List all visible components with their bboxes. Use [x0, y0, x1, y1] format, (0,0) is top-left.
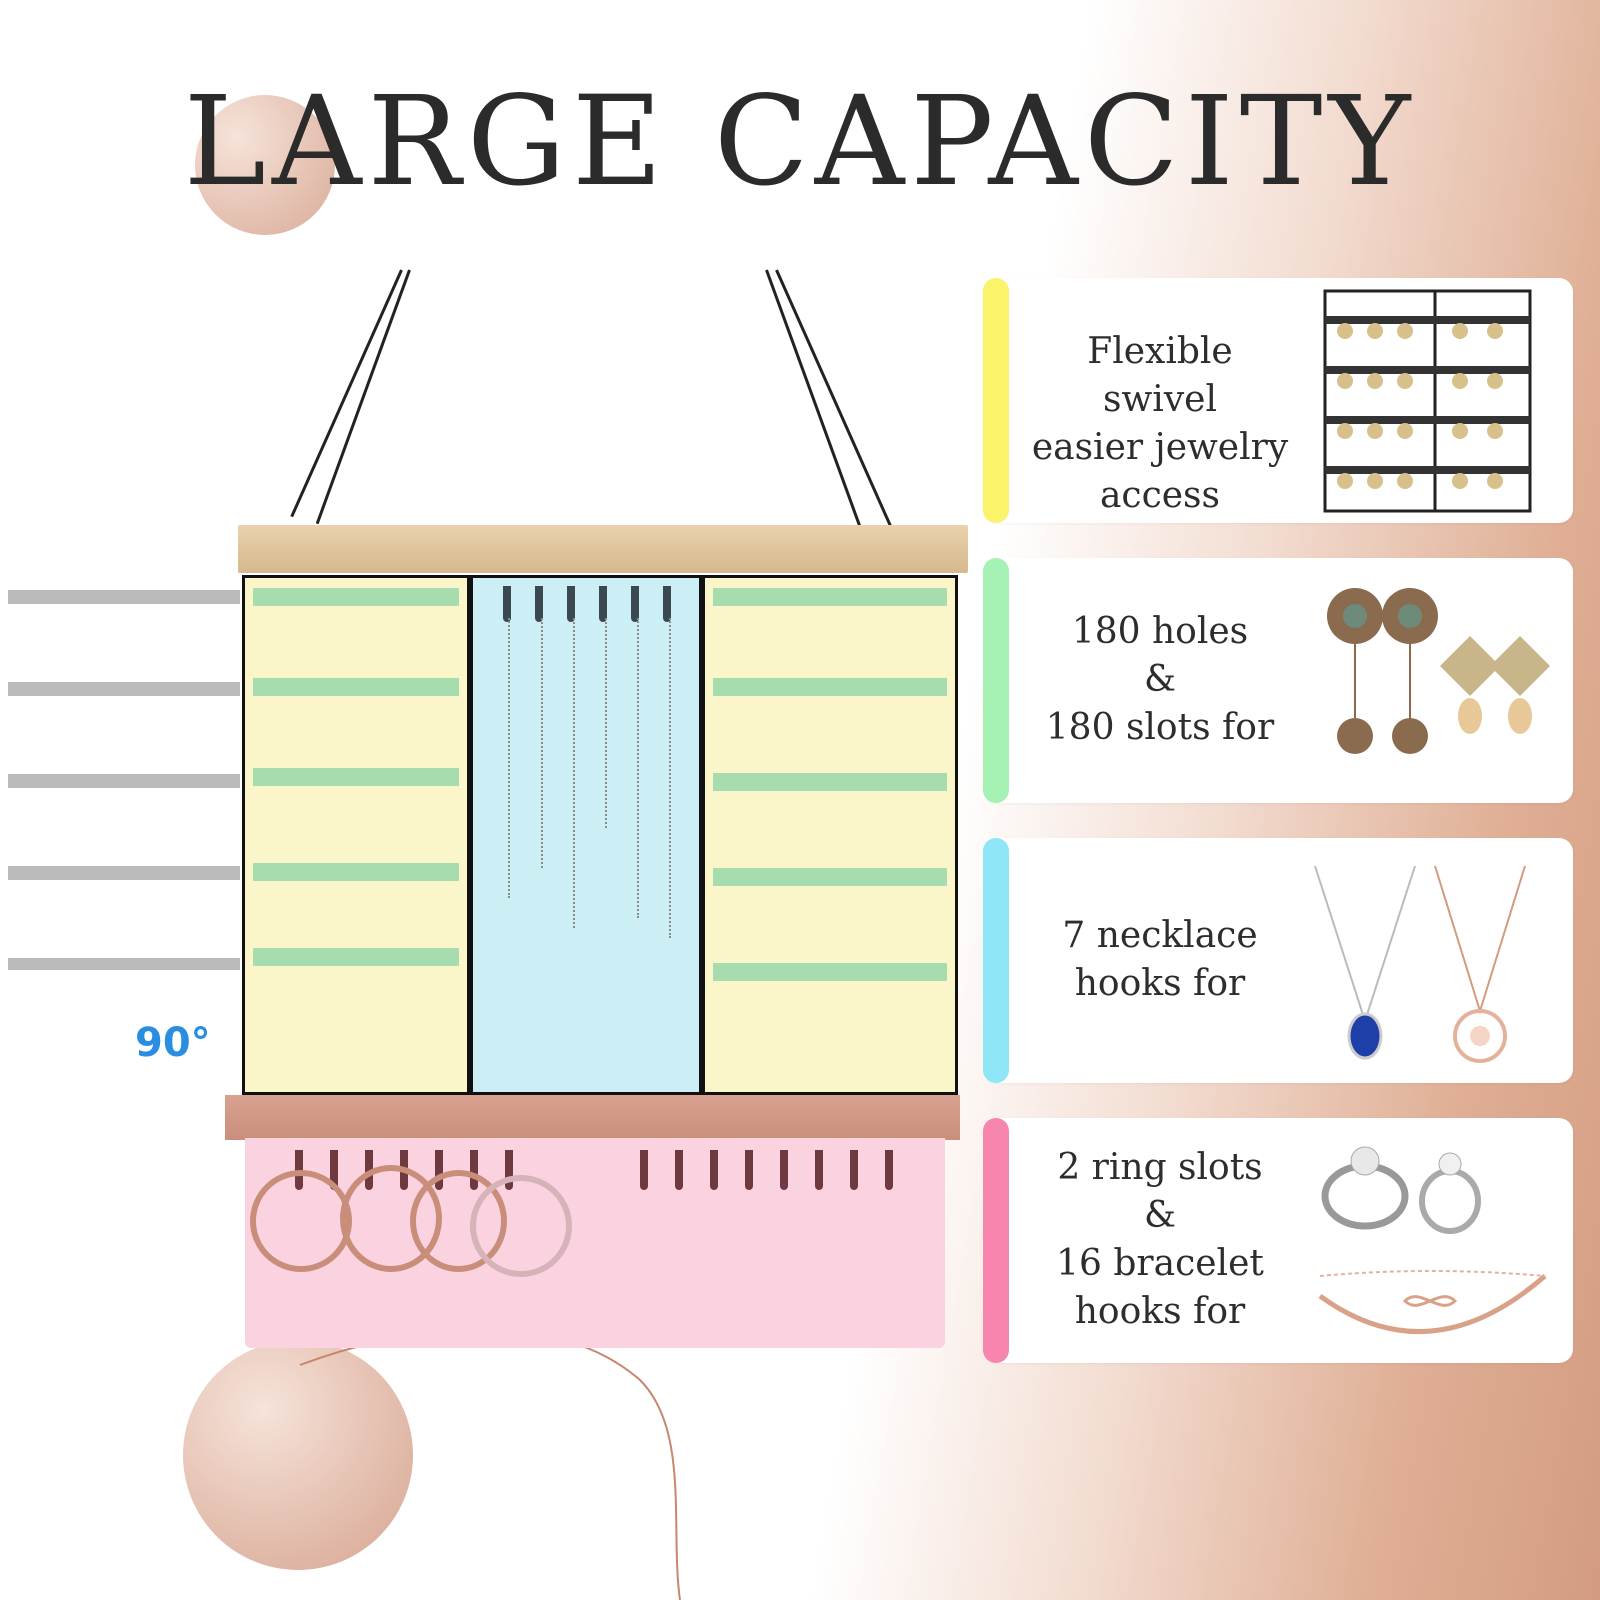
feature-text-line: 7 necklace: [1062, 915, 1258, 956]
necklace-panel: [470, 575, 702, 1095]
decorative-circle-top: [195, 95, 335, 235]
swivel-earring-panel: [8, 590, 240, 970]
feature-color-bar: [983, 1118, 1009, 1363]
feature-color-bar: [983, 558, 1009, 803]
feature-text-line: 2 ring slots: [1057, 1147, 1263, 1188]
feature-text: 2 ring slots & 16 bracelet hooks for: [1030, 1144, 1290, 1336]
bracelet-bangle: [470, 1175, 572, 1277]
wooden-top-bar: [238, 525, 968, 573]
feature-text-line: 16 bracelet: [1056, 1243, 1264, 1284]
decorative-circle-bottom: [183, 1340, 413, 1570]
rotation-badge: 90°: [135, 1020, 211, 1066]
page-title: LARGE CAPACITY: [183, 70, 1417, 214]
necklaces-image: [1310, 846, 1550, 1076]
feature-text: 7 necklace hooks for: [1030, 912, 1290, 1008]
jewelry-organizer-illustration: 90°: [0, 269, 968, 1348]
feature-text-line: access: [1099, 475, 1221, 516]
feature-text-line: &: [1143, 659, 1177, 700]
rings-bracelet-image: [1310, 1126, 1550, 1356]
feature-text: 180 holes & 180 slots for: [1030, 608, 1290, 752]
feature-text-line: hooks for: [1074, 963, 1246, 1004]
feature-text-line: easier jewelry: [1031, 427, 1289, 468]
earring-panel-left: [242, 575, 470, 1095]
rotating-organizer-image: [1310, 286, 1550, 516]
bracelet-bangle: [250, 1170, 352, 1272]
feature-color-bar: [983, 278, 1009, 523]
hanging-rope-right-2: [775, 269, 892, 527]
wooden-ring-shelf: [225, 1095, 960, 1140]
feature-text-line: Flexible swivel: [1087, 331, 1233, 420]
hanging-rope-left-2: [290, 269, 403, 518]
earrings-image: [1310, 566, 1550, 796]
feature-text-line: hooks for: [1074, 1291, 1246, 1332]
feature-text-line: 180 holes: [1071, 611, 1249, 652]
hanging-rope-right: [765, 269, 864, 534]
feature-color-bar: [983, 838, 1009, 1083]
hanging-rope-left: [315, 269, 411, 525]
earring-panel-right: [702, 575, 958, 1095]
feature-text-line: &: [1143, 1195, 1177, 1236]
feature-text: Flexible swivel easier jewelry access: [1030, 328, 1290, 520]
feature-text-line: 180 slots for: [1045, 707, 1275, 748]
